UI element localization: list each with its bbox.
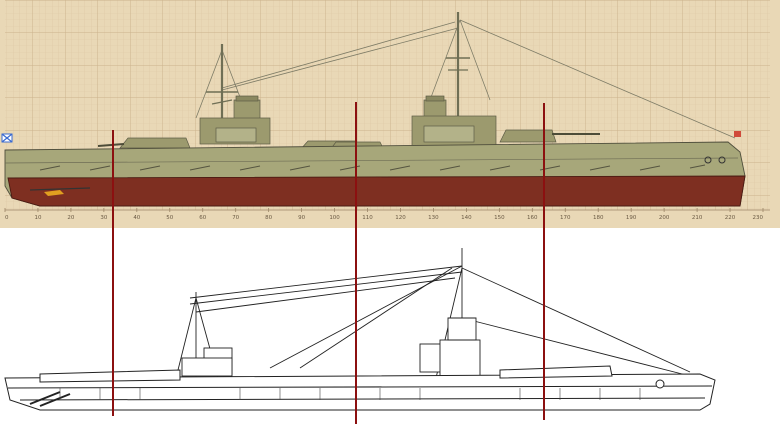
turret-4 [499,129,557,143]
rudder-icon [44,190,64,196]
masts [206,12,470,128]
scale-tick-label: 170 [560,215,571,221]
anchor-icon [718,156,726,164]
anchor-icon [704,156,712,164]
scale-tick-label: 140 [461,215,472,221]
hull [4,141,746,207]
flags [1,131,741,143]
bow-flag-icon [734,131,741,137]
scale-tick-label: 210 [692,215,703,221]
scale-tick-label: 30 [100,215,107,221]
scale-tick-label: 190 [626,215,637,221]
rigging-lines [195,19,736,139]
colored-profile-svg: 0 10 20 30 40 50 60 70 80 90 100 110 120 130 140 150 160… [0,0,780,228]
scale-tick-label: 130 [428,215,439,221]
scale-tick-label: 100 [329,215,340,221]
scale-tick-label: 90 [298,215,305,221]
scale-tick-label: 60 [199,215,206,221]
line-anchor-icon [655,379,665,389]
colored-profile-panel: 0 10 20 30 40 50 60 70 80 90 100 110 120 130 140 150 160… [0,0,780,228]
scale-tick-label: 20 [67,215,74,221]
scale-tick-label: 0 [5,215,9,221]
line-drawing-details [59,388,641,400]
scale-tick-label: 110 [362,215,373,221]
hull-lower [7,175,746,207]
line-drawing-hull [4,365,716,411]
line-drawing-rigging [175,248,691,379]
scale-tick-label: 120 [395,215,406,221]
scale-tick-label: 150 [494,215,505,221]
scale-tick-label: 220 [725,215,736,221]
scale-tick-label: 40 [133,215,140,221]
superstructure [199,95,497,147]
scale-ticks: 0 10 20 30 40 50 60 70 80 90 100 110 120 130 140 150 160… [4,208,764,221]
line-hull-outline [4,373,716,411]
scale-tick-label: 10 [34,215,41,221]
scale-tick-label: 230 [753,215,764,221]
scale-tick-label: 70 [232,215,239,221]
scale-tick-label: 200 [659,215,670,221]
scale-tick-label: 180 [593,215,604,221]
scale-tick-label: 80 [265,215,272,221]
scale-tick-label: 160 [527,215,538,221]
line-drawing-svg [4,248,716,411]
scale-tick-label: 50 [166,215,173,221]
line-drawing-panel [0,228,780,429]
